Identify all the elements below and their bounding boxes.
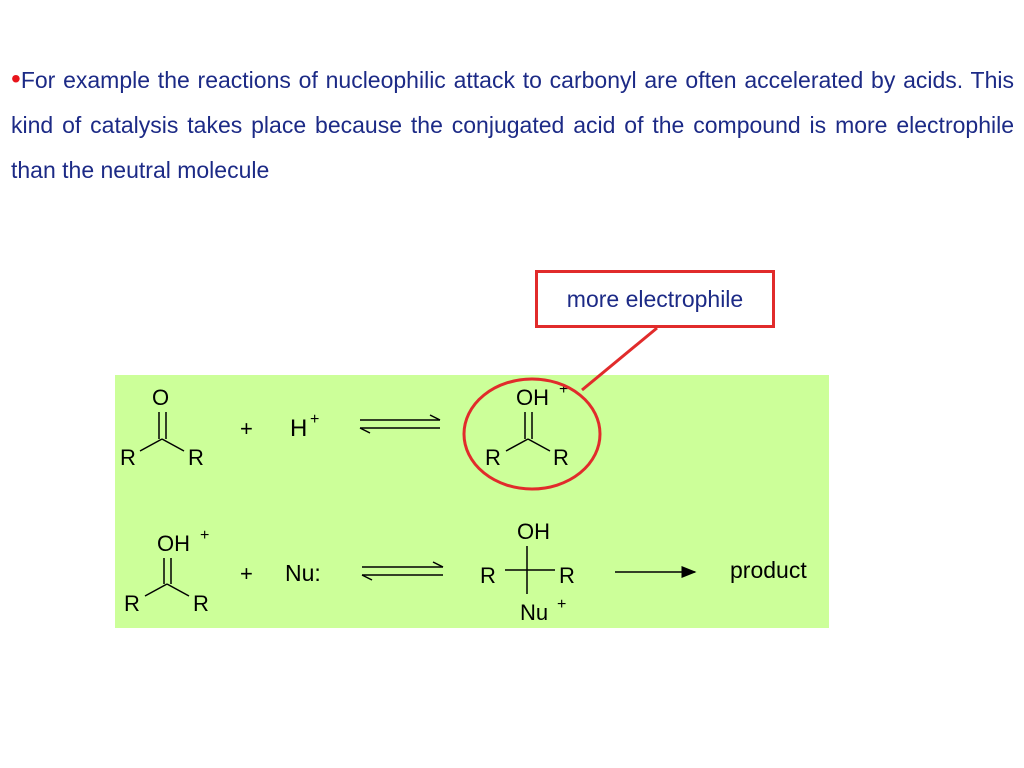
highlight-circle [462, 377, 602, 491]
ketone-r-left-label: R [120, 445, 136, 470]
protonated-charge-label-2: + [200, 527, 209, 544]
protonated-oh-label-1: OH [516, 385, 549, 410]
protonated-r-right-label-1: R [553, 445, 569, 470]
adduct-oh-label: OH [517, 519, 550, 544]
protonated-r-left-label-2: R [124, 591, 140, 616]
intro-paragraph: •For example the reactions of nucleophil… [11, 56, 1014, 193]
more-electrophile-callout: more electrophile [535, 270, 775, 328]
proton-structure: H + [290, 411, 319, 442]
product-label: product [730, 557, 807, 583]
row2-equilibrium-arrow [361, 561, 444, 581]
callout-label: more electrophile [566, 285, 744, 312]
protonated-r-right-label-2: R [193, 591, 209, 616]
protonated-r-left-label-1: R [485, 445, 501, 470]
adduct-r-right-label: R [559, 563, 575, 588]
adduct-r-left-label: R [480, 563, 496, 588]
ketone-bond-left [139, 438, 163, 452]
nucleophile-label: Nu: [285, 560, 321, 586]
ketone-bond-right [161, 438, 185, 452]
ketone-r-right-label: R [188, 445, 204, 470]
row2-plus-sign: + [240, 561, 253, 586]
row1-plus-sign: + [240, 416, 253, 441]
ketone-structure: O R R [120, 385, 204, 470]
protonated-oh-label-2: OH [157, 531, 190, 556]
protonated-carbonyl-structure-2: OH + R R [124, 527, 209, 616]
row1-equilibrium-arrow [359, 414, 441, 434]
adduct-charge-label: + [557, 596, 566, 613]
callout-connector [581, 326, 658, 392]
protonated-carbonyl-structure-1: OH + R R [485, 381, 569, 470]
adduct-nu-label: Nu [520, 600, 548, 625]
intro-text: For example the reactions of nucleophili… [11, 67, 1014, 183]
ketone-oxygen-label: O [152, 385, 169, 410]
proton-h-label: H [290, 415, 307, 442]
protonated-charge-label-1: + [559, 381, 568, 398]
tetrahedral-adduct-structure: OH R R Nu + [480, 519, 575, 625]
proton-charge-label: + [310, 411, 319, 428]
scheme-background [115, 375, 829, 628]
bullet-icon: • [11, 63, 21, 94]
